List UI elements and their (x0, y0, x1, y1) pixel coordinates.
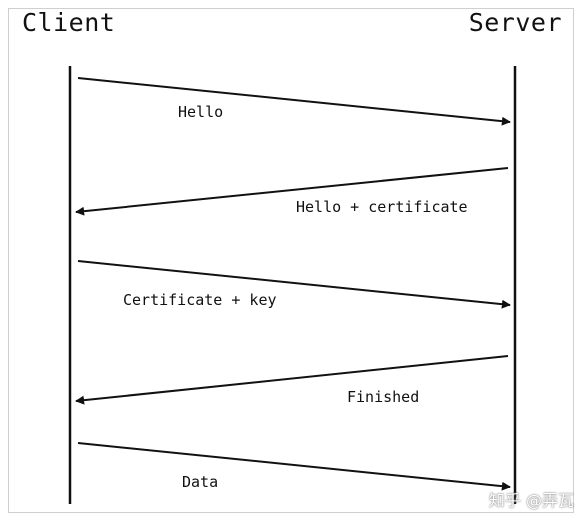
message-label-3: Certificate + key (123, 291, 277, 309)
client-lane-title: Client (22, 8, 116, 37)
message-arrow-5 (77, 442, 511, 491)
message-label-2: Hello + certificate (296, 198, 468, 216)
message-arrow-1 (77, 77, 511, 126)
message-arrow-2 (75, 167, 509, 216)
server-lane-title: Server (468, 8, 562, 37)
watermark: 知乎 @弄瓦 (488, 491, 574, 510)
message-label-1: Hello (178, 103, 223, 121)
message-arrow-4 (75, 355, 509, 405)
diagram-frame (8, 8, 574, 513)
message-label-4: Finished (347, 388, 419, 406)
message-arrow-3 (77, 260, 511, 309)
message-label-5: Data (182, 473, 218, 491)
